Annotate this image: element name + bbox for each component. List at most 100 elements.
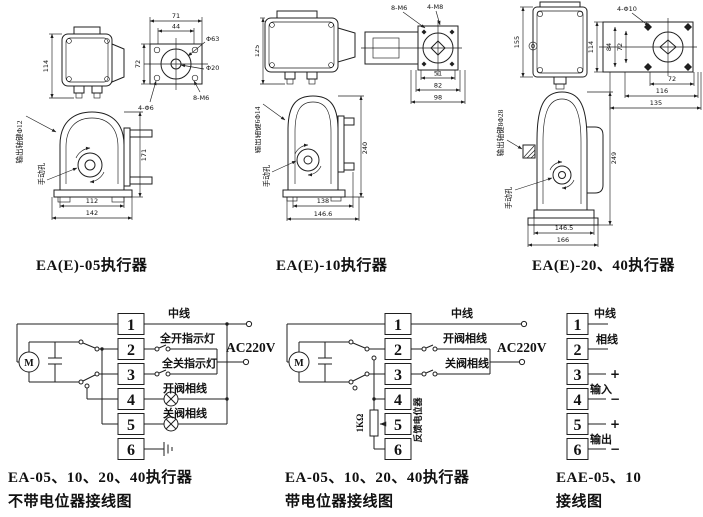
terminal-number: 6 <box>394 442 402 459</box>
wire-label-input: 输入 <box>590 382 612 396</box>
ea10-front-view: 125 <box>255 10 356 85</box>
dim-label: 84 <box>605 43 613 51</box>
dim-label: 71 <box>172 12 180 20</box>
manual-hole-label: 手动孔 <box>261 164 271 187</box>
terminal-number: 2 <box>574 342 582 359</box>
motor-symbol: M <box>294 358 304 369</box>
wire-label-close-phase: 关阀相线 <box>163 406 207 420</box>
line-wires: 中线 全开指示灯 全关指示灯 AC220V 开阀相线 关阀相线 <box>144 306 275 456</box>
dim-label: 125 <box>255 45 261 57</box>
wiring-eae-diagram: 1 2 3 4 5 6 中线 相线 + 输入 − + 输出 − <box>566 306 620 460</box>
supply-label: AC220V <box>497 340 547 355</box>
ea05-caption: EA(E)-05执行器 <box>36 258 148 274</box>
terminal-number: 3 <box>394 367 402 384</box>
ea10-side-view: 输出轴键6Φ14 手动孔 240 138 146.6 <box>255 95 369 221</box>
no-pot-caption-line2: 不带电位器接线图 <box>8 494 133 510</box>
wire-label-output: 输出 <box>590 432 612 446</box>
dim-label: 72 <box>668 75 676 83</box>
ea2040-caption: EA(E)-20、40执行器 <box>532 258 675 274</box>
dim-label: 146.6 <box>314 210 333 218</box>
ea05-dimension-drawing: 114 71 44 72 Φ63 Φ20 4-Φ6 8-M6 <box>14 12 219 220</box>
output-shaft-label: 输出轴键8Φ28 <box>495 109 505 156</box>
terminal-number: 2 <box>394 342 402 359</box>
supply-terminal <box>518 358 526 366</box>
wire-label-neutral: 中线 <box>594 306 616 320</box>
wiring-no-pot-diagram: 1 2 3 4 5 6 M 中线 <box>16 306 275 460</box>
dim-label: 114 <box>587 41 595 53</box>
dim-label: 171 <box>140 149 148 161</box>
terminal-number: 1 <box>394 317 402 334</box>
motor-circuit: M <box>16 323 118 425</box>
ea2040-flange-view: 4-Φ10 114 84 72 72 116 135 <box>587 5 702 110</box>
terminal-number: 1 <box>127 317 135 334</box>
dim-label: 4-Φ10 <box>617 5 637 13</box>
eae-caption-line2: 接线图 <box>556 494 603 510</box>
dim-label: 166 <box>557 236 569 244</box>
terminal-number: 5 <box>394 417 402 434</box>
supply-terminal <box>242 358 250 366</box>
terminal-number: 5 <box>127 417 135 434</box>
resistor-label: 1KΩ <box>355 414 365 433</box>
ea2040-front-view: 155 <box>513 1 588 90</box>
dim-label: 155 <box>513 36 521 48</box>
dim-label: Φ20 <box>206 64 219 72</box>
wiring-with-pot-diagram: 1 2 3 4 5 6 M 1KΩ <box>286 306 547 460</box>
output-shaft-label: 输出轴键Φ12 <box>14 120 24 163</box>
terminal-block: 1 2 3 4 5 6 <box>384 313 412 460</box>
line-wires: 中线 开阀相线 关阀相线 AC220V <box>411 306 547 377</box>
terminal-number: 4 <box>394 392 402 409</box>
supply-terminal <box>245 320 253 328</box>
wire-label-close-lamp: 全关指示灯 <box>161 356 217 370</box>
dim-label: 8-M6 <box>193 94 209 102</box>
manual-hole-label: 手动孔 <box>36 162 46 185</box>
dim-label: 116 <box>656 87 668 95</box>
no-pot-caption-line1: EA-05、10、20、40执行器 <box>8 470 193 486</box>
dim-label: 138 <box>317 197 329 205</box>
dim-label: 44 <box>172 23 180 31</box>
dim-label: 51 <box>434 70 442 78</box>
wire-label-phase: 相线 <box>596 332 618 346</box>
ea10-flange-view: 8-M6 4-M8 51 82 98 <box>361 3 466 104</box>
supply-terminal <box>520 320 528 328</box>
ground-symbol <box>144 442 173 456</box>
dim-label: 98 <box>434 94 442 102</box>
dim-label: 72 <box>616 43 624 51</box>
terminal-block: 1 2 3 4 5 6 <box>117 313 145 460</box>
line-wires: 中线 相线 + 输入 − + 输出 − <box>588 306 620 456</box>
wire-label-neutral: 中线 <box>168 306 190 320</box>
with-pot-caption-line2: 带电位器接线图 <box>285 494 394 510</box>
terminal-number: 2 <box>127 342 135 359</box>
terminal-number: 6 <box>574 442 582 459</box>
terminal-number: 3 <box>127 367 135 384</box>
motor-symbol: M <box>24 358 34 369</box>
potentiometer-circuit: 1KΩ 反馈电位器 <box>355 355 423 450</box>
input-minus-sign: − <box>610 392 620 406</box>
wire-label-close-phase: 关阀相线 <box>445 356 489 370</box>
terminal-number: 1 <box>574 317 582 334</box>
wire-label-open-phase: 开阀相线 <box>163 381 207 395</box>
dim-label: 249 <box>610 152 618 164</box>
output-plus-sign: + <box>610 417 620 431</box>
input-plus-sign: + <box>610 367 620 381</box>
dim-label: 4-Φ6 <box>138 104 154 112</box>
ea2040-dimension-drawing: 155 4-Φ10 114 84 72 72 116 <box>495 1 702 247</box>
terminal-number: 4 <box>574 392 582 409</box>
ea05-front-view: 114 <box>42 26 125 99</box>
dim-label: Φ63 <box>206 35 219 43</box>
dim-label: 112 <box>86 197 98 205</box>
dim-label: 4-M8 <box>427 3 443 11</box>
dim-label: 82 <box>434 82 442 90</box>
ea2040-side-view: 输出轴键8Φ28 手动孔 249 146.5 166 <box>495 91 618 247</box>
output-shaft-label: 输出轴键6Φ14 <box>255 106 262 153</box>
wire-label-open-lamp: 全开指示灯 <box>159 331 215 345</box>
terminal-number: 6 <box>127 442 135 459</box>
dim-label: 8-M6 <box>391 4 407 12</box>
with-pot-caption-line1: EA-05、10、20、40执行器 <box>285 470 470 486</box>
ea10-caption: EA(E)-10执行器 <box>276 258 388 274</box>
eae-caption-line1: EAE-05、10 <box>556 470 642 486</box>
feedback-pot-label: 反馈电位器 <box>412 397 423 443</box>
supply-label: AC220V <box>226 340 275 355</box>
manual-hole-label: 手动孔 <box>503 186 513 209</box>
dim-label: 135 <box>650 99 662 107</box>
